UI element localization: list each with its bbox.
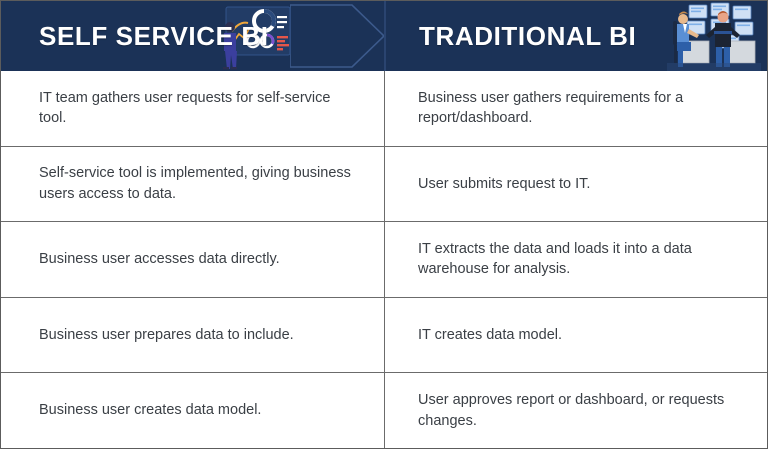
- header-cell-self-service-bi: SELF SERVICE BI: [1, 1, 384, 71]
- it-team-workstations-icon: [667, 2, 761, 71]
- cell-text: Business user creates data model.: [39, 402, 262, 419]
- cell-text: IT extracts the data and loads it into a…: [418, 240, 692, 278]
- table-row: Business user accesses data directly. IT…: [1, 221, 767, 297]
- cell-text: Self-service tool is implemented, giving…: [39, 165, 351, 202]
- table-cell-traditional: IT creates data model.: [384, 297, 767, 373]
- table-body: IT team gathers user requests for self-s…: [1, 71, 767, 448]
- table-cell-self-service: IT team gathers user requests for self-s…: [1, 71, 384, 146]
- cell-text: User submits request to IT.: [418, 175, 591, 192]
- table-cell-self-service: Self-service tool is implemented, giving…: [1, 147, 384, 222]
- column-title-traditional-bi: TRADITIONAL BI: [419, 20, 637, 51]
- table-header-row: SELF SERVICE BI: [1, 1, 767, 71]
- cell-text: Business user gathers requirements for a…: [418, 89, 684, 127]
- table-row: Business user creates data model. User a…: [1, 372, 767, 448]
- cell-text: IT team gathers user requests for self-s…: [39, 89, 331, 127]
- table-row: Self-service tool is implemented, giving…: [1, 145, 767, 222]
- cell-text: Business user prepares data to include.: [39, 326, 294, 343]
- table-cell-traditional: Business user gathers requirements for a…: [384, 71, 767, 146]
- table-cell-traditional: IT extracts the data and loads it into a…: [384, 222, 767, 297]
- table-cell-traditional: User approves report or dashboard, or re…: [384, 373, 767, 448]
- table-cell-self-service: Business user accesses data directly.: [1, 222, 384, 297]
- chevron-right-arrow-icon: [290, 4, 384, 68]
- column-title-self-service-bi: SELF SERVICE BI: [39, 20, 269, 51]
- cell-text: Business user accesses data directly.: [39, 251, 280, 268]
- table-cell-traditional: User submits request to IT.: [384, 146, 767, 222]
- table-cell-self-service: Business user prepares data to include.: [1, 298, 384, 373]
- table-cell-self-service: Business user creates data model.: [1, 373, 384, 448]
- table-row: IT team gathers user requests for self-s…: [1, 71, 767, 146]
- cell-text: User approves report or dashboard, or re…: [418, 392, 725, 429]
- table-row: Business user prepares data to include. …: [1, 296, 767, 373]
- cell-text: IT creates data model.: [418, 326, 563, 343]
- header-cell-traditional-bi: TRADITIONAL BI: [384, 1, 767, 71]
